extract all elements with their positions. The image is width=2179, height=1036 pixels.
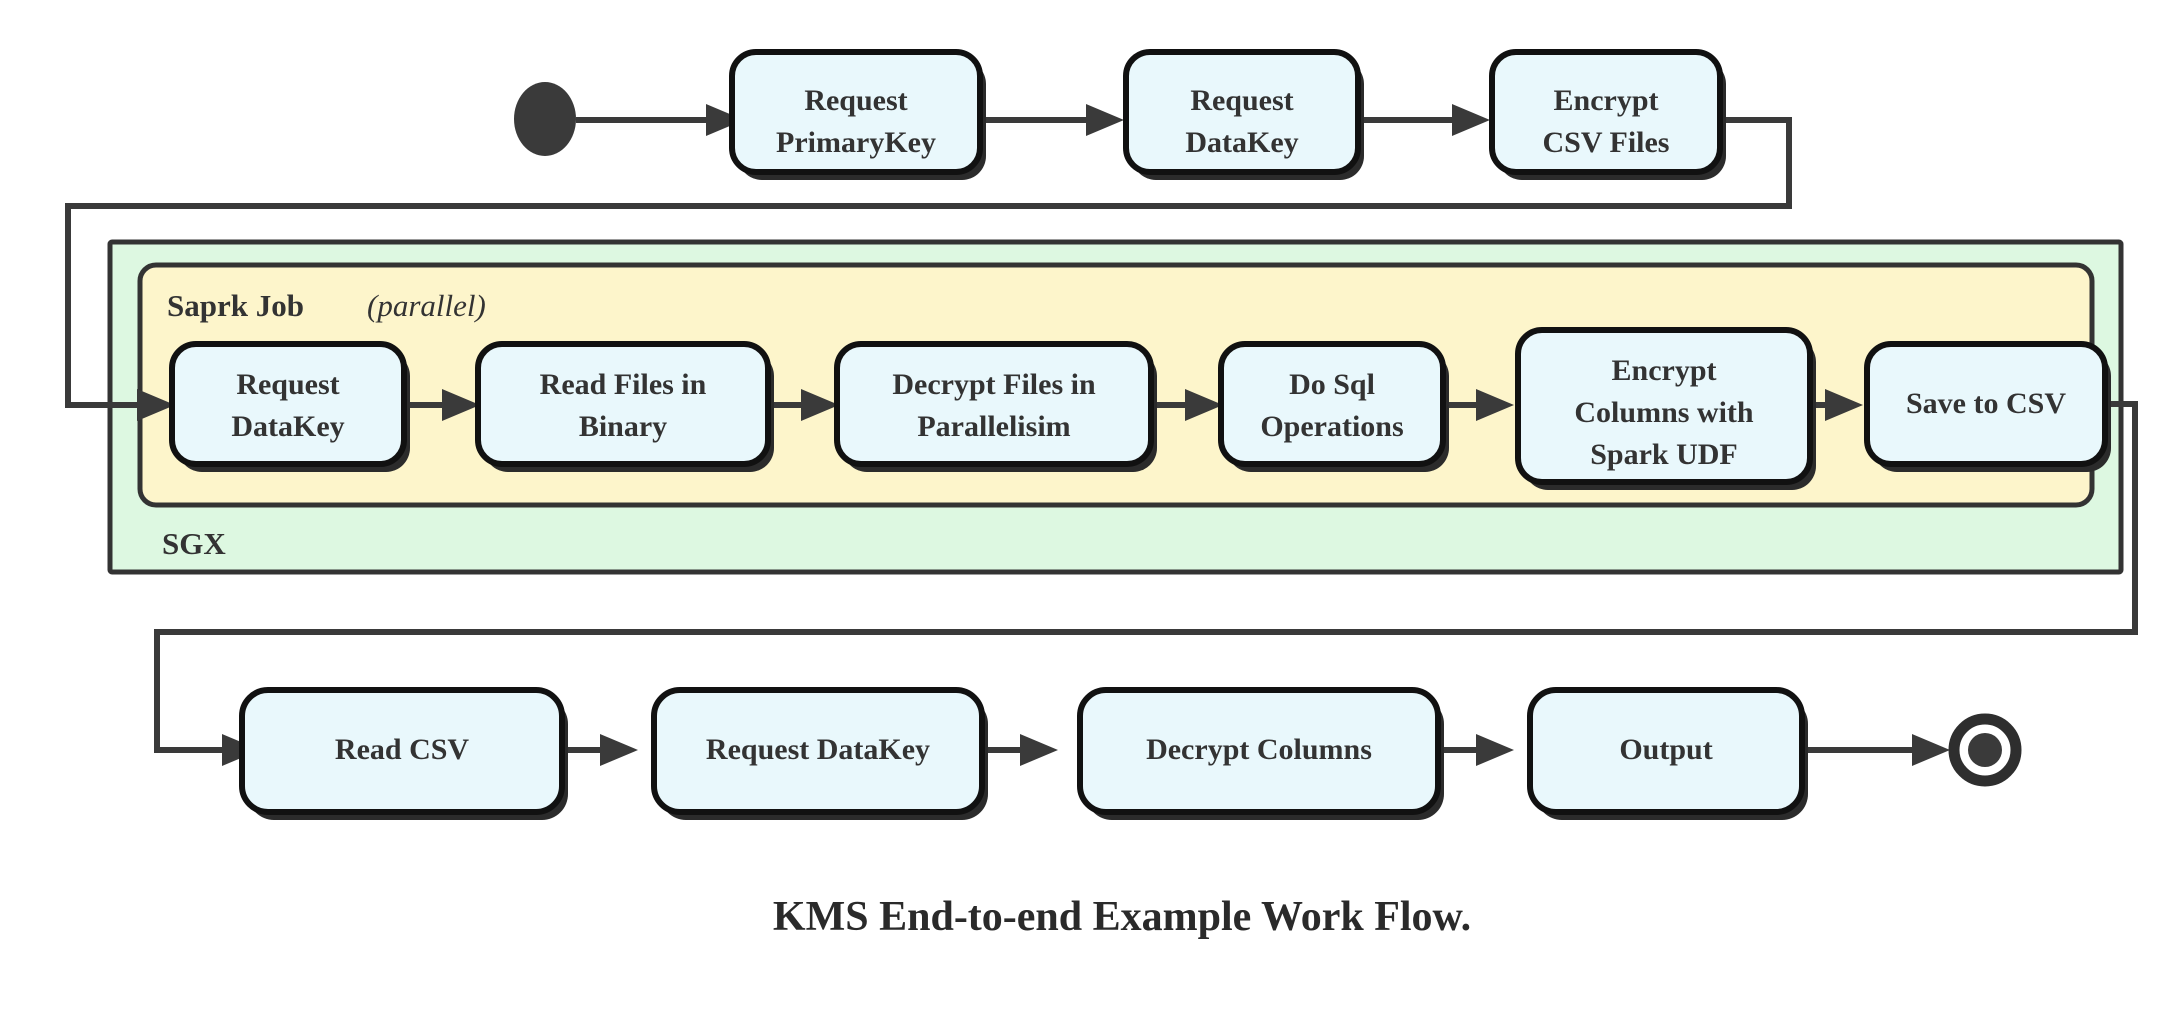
node-label-line: Request DataKey [706,733,930,766]
edge-encrypt-csv-to-spark-datakey [65,117,1792,421]
arrowhead-icon [1476,734,1514,766]
node-label-line: Encrypt [1554,84,1659,117]
node-label-line: Output [1619,733,1712,766]
arrowhead-icon [137,389,175,421]
edge-decrypt-files-to-do-sql [1152,389,1223,421]
arrowhead-icon [1086,104,1124,136]
node-label-line: Decrypt Files in [892,368,1096,401]
node-request-primarykey[interactable]: Request PrimaryKey [729,49,986,180]
node-box[interactable] [1077,687,1441,815]
node-box[interactable] [729,49,983,175]
node-box[interactable] [651,687,985,815]
node-request-datakey-bottom[interactable]: Request DataKey [651,687,988,820]
node-box[interactable] [475,341,771,467]
node-encrypt-columns-with-spark-udf[interactable]: Encrypt Columns with Spark UDF [1515,327,1816,490]
node-label-line: Request [804,84,907,117]
node-label-line: Decrypt Columns [1146,733,1372,766]
spark-container-label: Saprk Job [167,288,304,323]
initial-state-icon [514,82,576,156]
node-label-line: DataKey [231,410,344,443]
node-output[interactable]: Output [1527,687,1808,820]
node-label-line: CSV Files [1543,126,1670,159]
node-box[interactable] [169,341,407,467]
node-decrypt-columns[interactable]: Decrypt Columns [1077,687,1444,820]
node-label-line: DataKey [1185,126,1298,159]
final-state-dot-icon [1968,733,2002,767]
arrowhead-icon [1020,734,1058,766]
node-label-line: Read CSV [335,733,470,766]
arrowhead-icon [801,389,839,421]
node-box[interactable] [834,341,1154,467]
spark-container-modifier: (parallel) [367,288,486,323]
node-box[interactable] [1527,687,1805,815]
arrowhead-icon [1912,734,1950,766]
node-encrypt-csv-files[interactable]: Encrypt CSV Files [1489,49,1726,180]
edge-request-datakey-to-decrypt-columns [982,734,1058,766]
node-label-line: Columns with [1574,396,1754,429]
node-box[interactable] [1515,327,1813,485]
node-box[interactable] [1218,341,1446,467]
arrowhead-icon [706,104,744,136]
arrowhead-icon [600,734,638,766]
edge-read-csv-to-request-datakey [562,734,638,766]
node-request-datakey-top[interactable]: Request DataKey [1123,49,1364,180]
node-decrypt-files-in-parallelisim[interactable]: Decrypt Files in Parallelisim [834,341,1157,472]
arrowhead-icon [1185,389,1223,421]
edge-decrypt-columns-to-output [1438,734,1514,766]
node-box[interactable] [1864,341,2108,467]
edge-output-to-end [1802,734,1950,766]
node-request-datakey-spark[interactable]: Request DataKey [169,341,410,472]
sgx-container-label: SGX [162,526,226,561]
node-label-line: Save to CSV [1906,387,2066,420]
node-box[interactable] [239,687,565,815]
node-label-line: Request [236,368,339,401]
arrowhead-icon [442,389,480,421]
node-read-files-in-binary[interactable]: Read Files in Binary [475,341,774,472]
node-label-line: Operations [1260,410,1403,443]
end-node [1948,713,2022,787]
node-save-to-csv[interactable]: Save to CSV [1864,341,2111,472]
node-box[interactable] [1489,49,1723,175]
start-node [514,82,576,156]
arrowhead-icon [1452,104,1490,136]
diagram-caption: KMS End-to-end Example Work Flow. [773,894,1471,940]
node-read-csv[interactable]: Read CSV [239,687,568,820]
edge-start-to-request-primarykey [576,104,744,136]
node-label-line: Encrypt [1612,354,1717,387]
node-label-line: Read Files in [540,368,707,401]
node-label-line: Request [1190,84,1293,117]
node-label-line: Spark UDF [1590,438,1738,471]
node-label-line: Binary [579,410,667,443]
node-do-sql-operations[interactable]: Do Sql Operations [1218,341,1449,472]
edge-spark-datakey-to-read-files [409,389,480,421]
arrowhead-icon [1825,389,1863,421]
arrowhead-icon [1476,389,1514,421]
node-label-line: Parallelisim [917,410,1070,443]
node-label-line: Do Sql [1289,368,1375,401]
node-label-line: PrimaryKey [776,126,936,159]
node-box[interactable] [1123,49,1361,175]
edge-datakey-to-encrypt-csv [1362,104,1490,136]
edge-primarykey-to-datakey [984,104,1124,136]
